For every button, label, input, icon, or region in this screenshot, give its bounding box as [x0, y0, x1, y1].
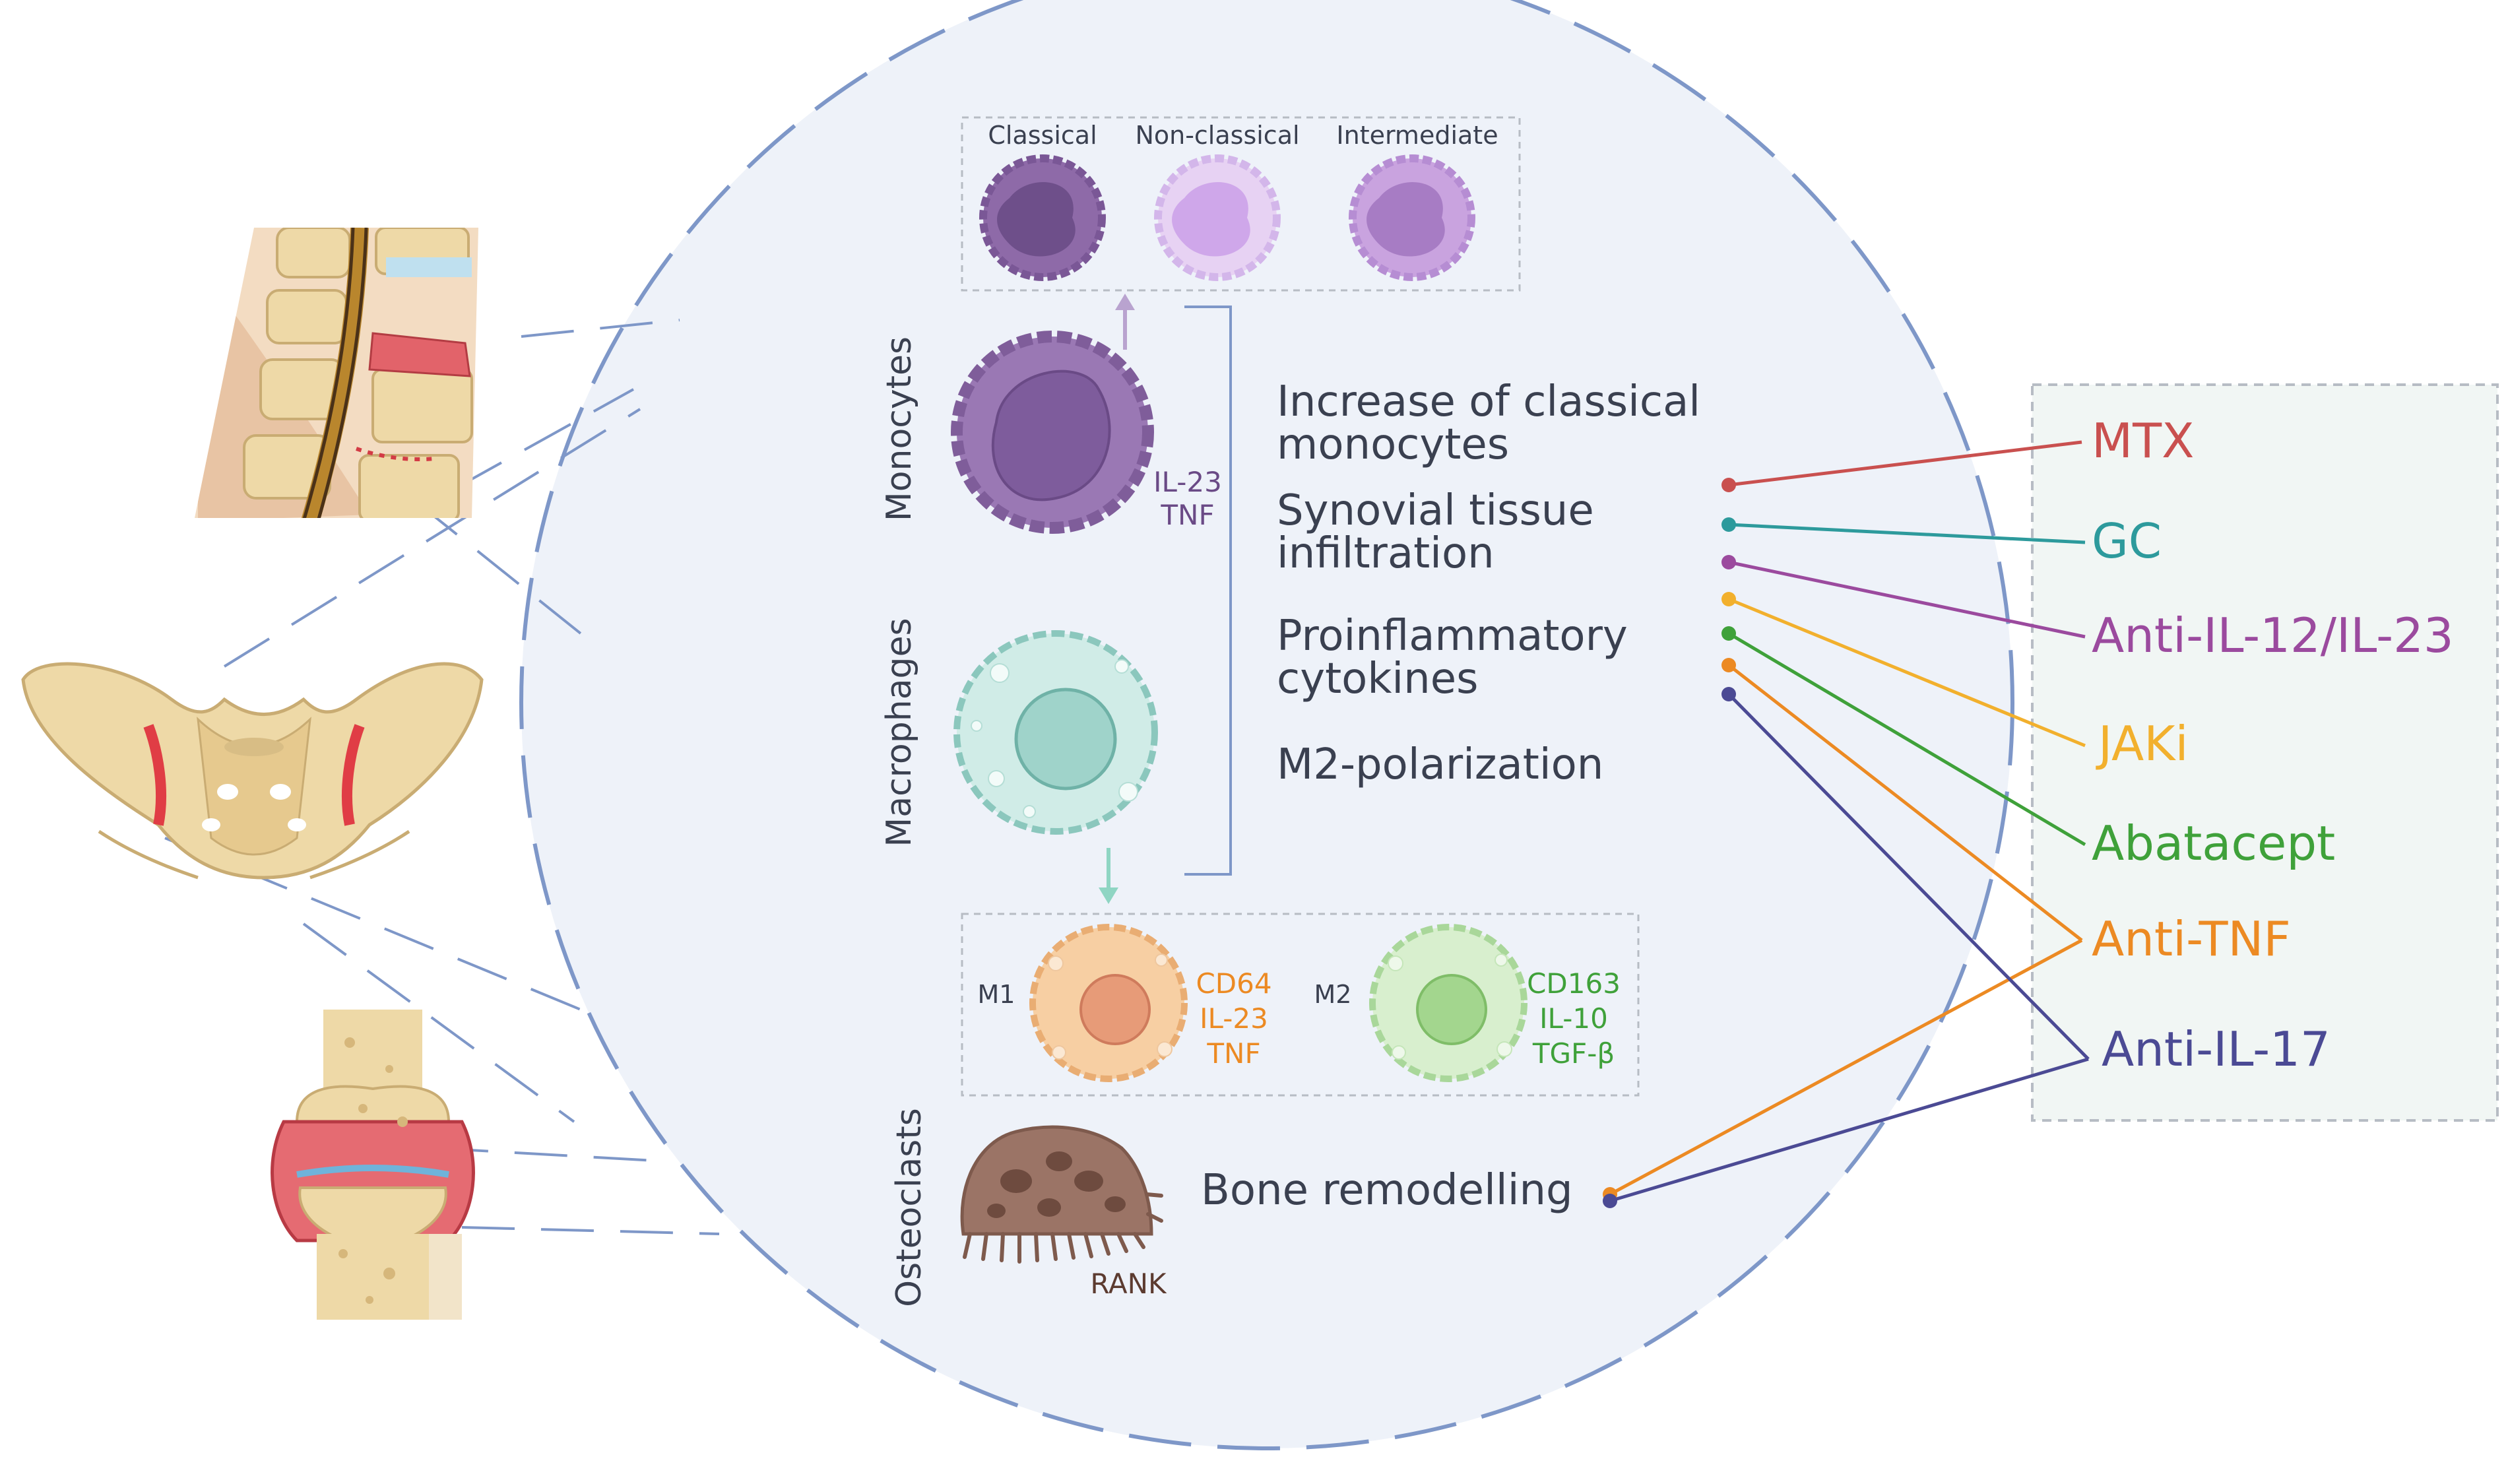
row-label-macrophages: Macrophages	[880, 618, 919, 847]
macrophage-cell	[953, 630, 1158, 835]
m2-macrophage-cell	[1369, 924, 1527, 1082]
osteoclast-marker-rank: RANK	[1090, 1268, 1167, 1300]
knee-illustration	[271, 1010, 475, 1320]
drug-connectors	[1609, 440, 2090, 1203]
m1-marker-cd64: CD64	[1196, 967, 1271, 1000]
monocyte-marker-il23: IL-23	[1153, 466, 1222, 498]
m2-marker-cd163: CD163	[1527, 967, 1621, 1000]
m1-marker-tnf: TNF	[1206, 1037, 1260, 1070]
polarization-box	[961, 913, 1640, 1097]
subset-label-classical: Classical	[988, 121, 1097, 150]
drug-anti-il12-il23: Anti-IL-12/IL-23	[2092, 608, 2454, 663]
spine-illustration	[195, 228, 478, 518]
m2-marker-tgfb: TGF-β	[1532, 1037, 1615, 1070]
non-classical-monocyte-cell	[1154, 154, 1281, 281]
connector-dots	[1603, 478, 1736, 1208]
drug-mtx: MTX	[2092, 413, 2194, 468]
zoom-connector-lines	[164, 319, 720, 1235]
pelvis-illustration	[21, 662, 484, 880]
m1-label: M1	[978, 980, 1015, 1009]
subset-label-intermediate: Intermediate	[1336, 121, 1498, 150]
monocyte-cell	[951, 331, 1154, 534]
effect-bone-remodelling: Bone remodelling	[1201, 1166, 1573, 1215]
row-label-osteoclasts: Osteoclasts	[889, 1108, 929, 1307]
m2-label: M2	[1314, 980, 1352, 1009]
drug-anti-tnf: Anti-TNF	[2092, 911, 2291, 967]
monocyte-marker-tnf: TNF	[1160, 499, 1214, 531]
effect-synovial-line1: Synovial tissue	[1277, 486, 1594, 535]
arrow-down-to-polarization	[1099, 848, 1118, 904]
drug-box	[2031, 383, 2499, 1122]
effect-synovial-line2: infiltration	[1277, 529, 1495, 578]
osteoclast-cell	[960, 1125, 1163, 1264]
drug-abatacept: Abatacept	[2092, 816, 2335, 871]
m1-macrophage-cell	[1029, 924, 1188, 1082]
subset-label-non-classical: Non-classical	[1135, 121, 1299, 150]
drug-gc: GC	[2092, 513, 2162, 569]
effect-classical-line1: Increase of classical	[1277, 377, 1700, 426]
effect-cytokines-line1: Proinflammatory	[1277, 612, 1628, 661]
classical-monocyte-cell	[979, 154, 1106, 281]
arrow-up-to-subsets	[1115, 294, 1135, 350]
row-label-monocytes: Monocytes	[880, 337, 919, 521]
effect-m2-polarization: M2-polarization	[1277, 740, 1603, 789]
cell-bracket	[1184, 306, 1232, 876]
m1-marker-il23: IL-23	[1200, 1002, 1268, 1035]
zoom-circle	[519, 0, 2014, 1450]
m2-marker-il10: IL-10	[1539, 1002, 1608, 1035]
effect-cytokines-line2: cytokines	[1277, 655, 1478, 703]
monocyte-subsets-box	[961, 116, 1521, 292]
drug-jaki: JAKi	[2096, 716, 2188, 771]
effect-classical-line2: monocytes	[1277, 420, 1509, 469]
intermediate-monocyte-cell	[1349, 154, 1475, 281]
drug-anti-il17: Anti-IL-17	[2102, 1021, 2331, 1077]
